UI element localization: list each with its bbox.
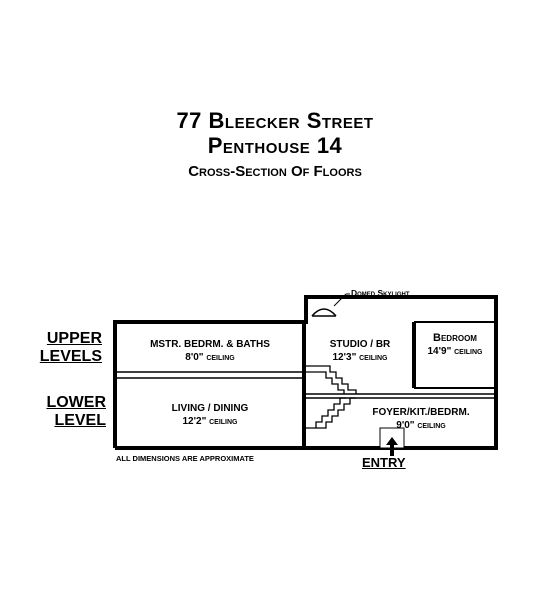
room-studio: STUDIO / BR 12'3" CEILING: [329, 339, 391, 363]
skylight-leader: [333, 293, 347, 307]
room-foyer-kitchen: FOYER/KIT./BEDRM. 9'0" CEILING: [372, 407, 470, 431]
domed-skylight-icon: [311, 308, 337, 317]
skylight-label: Domed Skylight: [351, 288, 410, 298]
room-master-bedroom: MSTR. BEDRM. & BATHS 8'0" CEILING: [150, 339, 270, 363]
outer-wall: [113, 295, 498, 450]
entry-label: ENTRY: [362, 455, 406, 470]
stair-upper: [304, 365, 357, 394]
stair-lower: [304, 397, 356, 429]
room-living-dining: LIVING / DINING 12'2" CEILING: [171, 403, 249, 427]
upper-levels-label: UPPER LEVELS: [39, 330, 102, 365]
title-unit: Penthouse 14: [207, 133, 343, 158]
approximate-note: ALL DIMENSIONS ARE APPROXIMATE: [116, 454, 254, 463]
title-address: 77 Bleecker Street: [176, 108, 374, 133]
lower-level-label: LOWER LEVEL: [46, 394, 106, 429]
room-bedroom: Bedroom 14'9" CEILING: [427, 332, 483, 357]
subtitle: Cross-Section Of Floors: [188, 163, 362, 180]
entry-arrow-icon: [386, 437, 398, 456]
